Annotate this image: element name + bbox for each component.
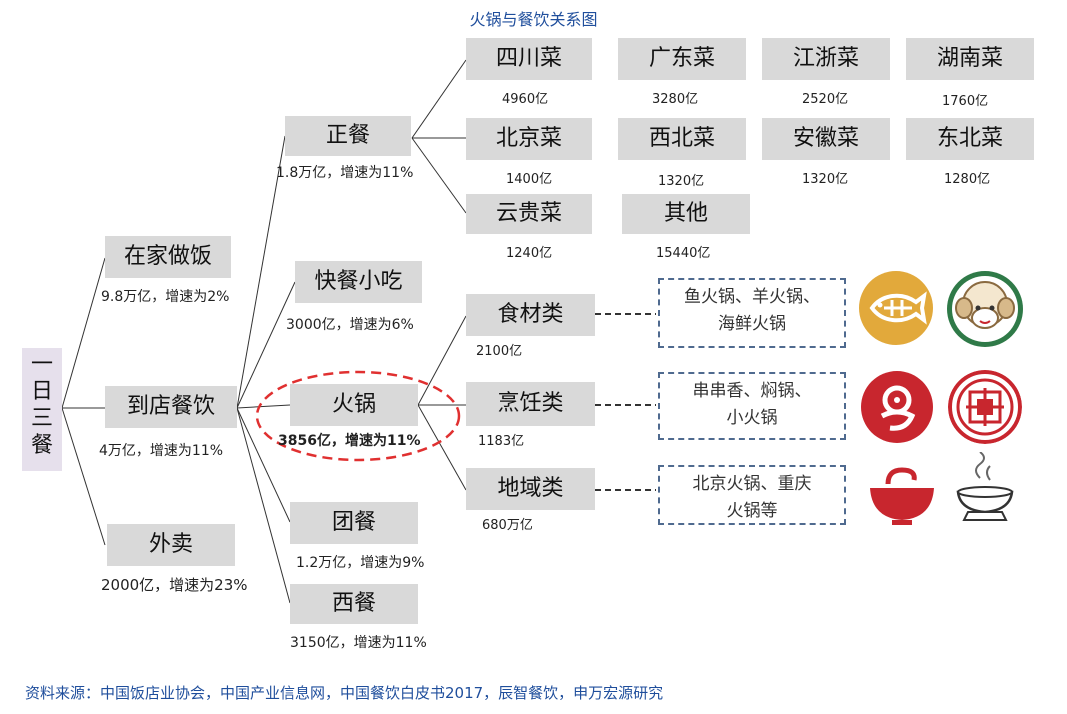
western-food-node: 西餐 (290, 584, 418, 624)
formal-dining-stat: 1.8万亿，增速为11% (276, 165, 414, 181)
hotpot-type-value: 2100亿 (476, 344, 523, 359)
cuisine-value: 2520亿 (802, 92, 849, 107)
hotpot-type-node: 烹饪类 (466, 382, 595, 426)
takeout-node: 外卖 (107, 524, 235, 566)
cuisine-node: 西北菜 (618, 118, 746, 160)
hotpot-examples-box: 北京火锅、重庆 火锅等 (658, 465, 846, 525)
hotpot-type-value: 1183亿 (478, 434, 525, 449)
hotpot-type-node: 食材类 (466, 294, 595, 336)
dine-in-stat: 4万亿，增速为11% (99, 443, 224, 459)
dine-in-node: 到店餐饮 (105, 386, 237, 428)
cuisine-value: 1320亿 (802, 172, 849, 187)
cuisine-node: 江浙菜 (762, 38, 890, 80)
fish-logo-icon (859, 271, 933, 345)
root-one-day-three-meals: 一 日 三 餐 (22, 348, 62, 471)
cuisine-value: 1760亿 (942, 94, 989, 109)
hotpot-node: 火锅 (290, 384, 418, 426)
root-char: 日 (30, 379, 53, 404)
diagram-title: 火锅与餐饮关系图 (469, 10, 598, 29)
hotpot-type-node: 地域类 (466, 468, 595, 510)
example-line: 海鲜火锅 (718, 314, 786, 334)
source-note: 资料来源：中国饭店业协会，中国产业信息网，中国餐饮白皮书2017，辰智餐饮，申万… (25, 684, 664, 702)
hotpot-examples-box: 鱼火锅、羊火锅、 海鲜火锅 (658, 278, 846, 348)
root-char: 三 (30, 406, 53, 431)
hotpot-examples-box: 串串香、焖锅、 小火锅 (658, 372, 846, 440)
cuisine-node: 湖南菜 (906, 38, 1034, 80)
cuisine-node: 其他 (622, 194, 750, 234)
fast-food-stat: 3000亿，增速为6% (286, 317, 414, 333)
root-char: 一 (30, 352, 53, 377)
example-line: 北京火锅、重庆 (692, 474, 812, 494)
fast-food-node: 快餐小吃 (295, 261, 422, 303)
hotpot-stat: 3856亿，增速为11% (278, 433, 421, 449)
cuisine-value: 1320亿 (658, 174, 705, 189)
red-seal-logo-icon (861, 371, 933, 443)
cuisine-value: 1280亿 (944, 172, 991, 187)
cuisine-node: 云贵菜 (466, 194, 592, 234)
cuisine-value: 1400亿 (506, 172, 553, 187)
example-line: 鱼火锅、羊火锅、 (684, 287, 820, 307)
hotpot-bowl-red-icon (870, 467, 934, 525)
cuisine-node: 四川菜 (466, 38, 592, 80)
cuisine-node: 东北菜 (906, 118, 1034, 160)
home-cooking-stat: 9.8万亿，增速为2% (101, 289, 230, 305)
cuisine-value: 3280亿 (652, 92, 699, 107)
cuisine-node: 安徽菜 (762, 118, 890, 160)
example-line: 火锅等 (726, 501, 778, 521)
example-line: 串串香、焖锅、 (692, 381, 812, 401)
formal-dining-node: 正餐 (285, 116, 411, 156)
cuisine-value: 1240亿 (506, 246, 553, 261)
hotpot-bowl-steam-icon (956, 452, 1014, 521)
root-char: 餐 (30, 433, 53, 458)
hotpot-type-value: 680万亿 (482, 518, 533, 533)
group-meal-node: 团餐 (290, 502, 418, 544)
western-food-stat: 3150亿，增速为11% (290, 635, 427, 651)
takeout-stat: 2000亿，增速为23% (101, 576, 248, 594)
group-meal-stat: 1.2万亿，增速为9% (296, 555, 425, 571)
home-cooking-node: 在家做饭 (105, 236, 231, 278)
ornate-seal-logo-icon (948, 370, 1022, 444)
cuisine-value: 4960亿 (502, 92, 549, 107)
sheep-logo-icon (947, 271, 1023, 347)
cuisine-node: 北京菜 (466, 118, 592, 160)
hotpot-highlight-ellipse (255, 370, 461, 462)
example-line: 小火锅 (726, 408, 778, 428)
cuisine-value: 15440亿 (656, 246, 711, 261)
cuisine-node: 广东菜 (618, 38, 746, 80)
